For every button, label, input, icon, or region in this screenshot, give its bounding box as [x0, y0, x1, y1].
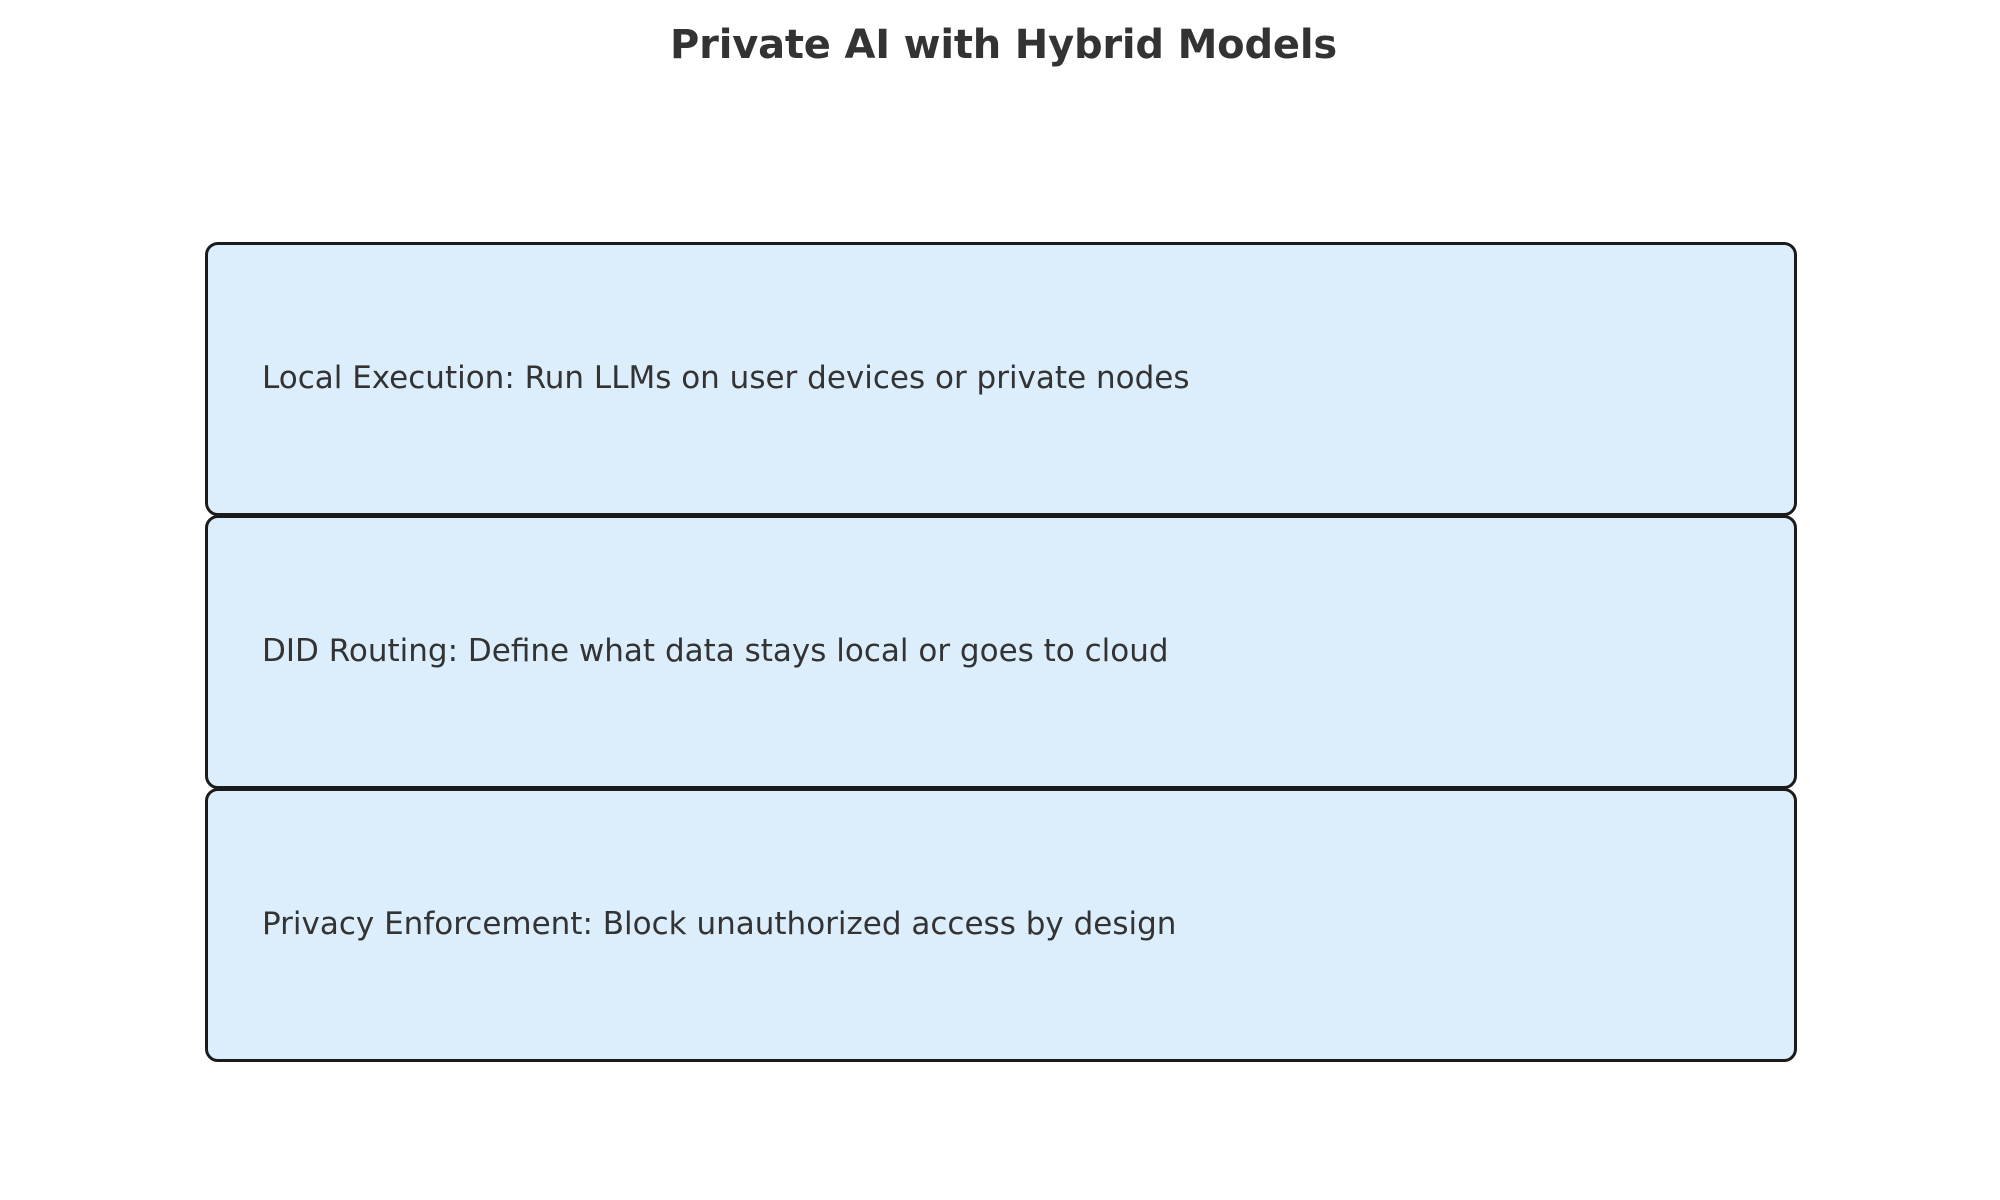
page-title: Private AI with Hybrid Models	[670, 22, 1337, 68]
flow-node-did-routing[interactable]: DID Routing: Define what data stays loca…	[205, 515, 1797, 789]
flow-node-label: Local Execution: Run LLMs on user device…	[262, 360, 1190, 397]
flow-node-label: Privacy Enforcement: Block unauthorized …	[262, 906, 1177, 943]
flow-node-stack: Local Execution: Run LLMs on user device…	[205, 242, 1797, 1064]
flow-node-label: DID Routing: Define what data stays loca…	[262, 633, 1169, 670]
flow-node-privacy-enforcement[interactable]: Privacy Enforcement: Block unauthorized …	[205, 788, 1797, 1062]
flow-node-local-execution[interactable]: Local Execution: Run LLMs on user device…	[205, 242, 1797, 516]
